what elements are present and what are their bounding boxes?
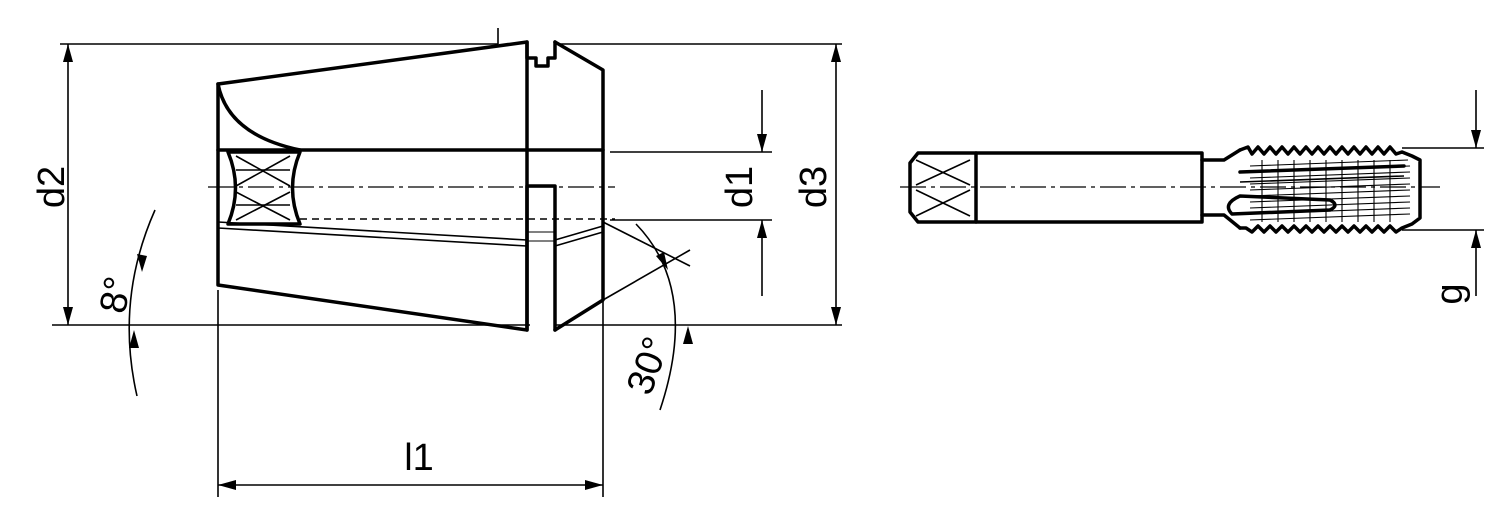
square-pocket	[226, 150, 302, 226]
angle-8-label: 8°	[92, 273, 140, 316]
dim-d2-label: d2	[31, 166, 73, 208]
tap-thread-outline	[1238, 145, 1422, 234]
collet-top-slot	[525, 40, 557, 68]
collet-bottom-slot	[525, 184, 557, 332]
tap-view: g	[900, 90, 1484, 305]
collet-outline	[216, 40, 529, 332]
dim-d1-label: d1	[719, 166, 761, 208]
dim-g-label: g	[1429, 283, 1471, 304]
collet-view: d2 d3 d1 l1 8° 30°	[31, 28, 842, 497]
angle-30-label: 30°	[619, 332, 678, 400]
tap-shank	[908, 151, 1204, 224]
tap-flute	[1226, 194, 1337, 216]
dim-l1-label: l1	[404, 437, 434, 479]
dim-d3-label: d3	[793, 166, 835, 208]
collet-nose-outline	[553, 40, 605, 332]
